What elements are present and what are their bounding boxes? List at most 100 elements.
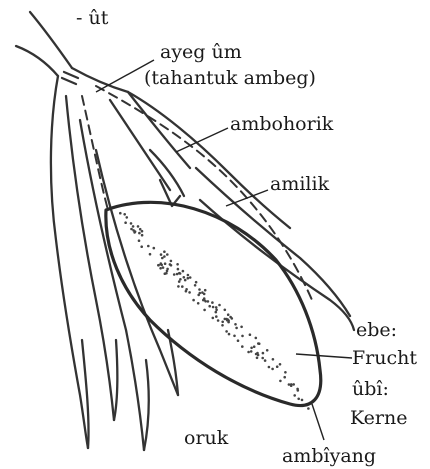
seed-dot [189,276,192,279]
seed-dot [138,239,141,242]
seed-dot [195,281,198,284]
seed-dot [215,311,218,314]
seed-dot [283,376,286,379]
seed-dot [204,289,207,292]
seed-dot [215,306,218,309]
seed-dot [153,247,156,250]
seed-dot [130,228,133,231]
seed-dot [261,357,264,360]
seed-dot [224,309,227,312]
seed-dot [176,273,179,276]
seed-dot [221,321,224,324]
seed-dot [233,335,236,338]
seed-dot [247,351,250,354]
seed-dot [268,366,271,369]
seed-dot [163,255,166,258]
seed-dot [272,358,275,361]
seed-dot [170,260,173,263]
seed-dot [250,350,253,353]
label-ambohorik: ambohorik [230,113,334,135]
seed-dot [198,288,201,291]
seed-dot [179,272,182,275]
seed-dot [141,234,144,237]
seed-dot [178,280,181,283]
seed-dot [255,337,258,340]
seed-dot [130,222,133,225]
seed-dot [157,264,160,267]
seed-dot [226,318,229,321]
seed-dot [221,324,224,327]
seed-dot [184,279,187,282]
seed-dot [139,228,142,231]
label-amilik: amilik [270,173,330,195]
seed-dot [241,345,244,348]
seed-dot [177,268,180,271]
seed-dot [192,299,195,302]
seed-dot [177,285,180,288]
label-ebe: ebe: [356,319,397,341]
label-frucht: Frucht [352,347,417,369]
seed-dot [132,225,135,228]
seed-dot [170,264,173,267]
label-ubi: ûbî: [352,378,389,400]
label-kerne: Kerne [350,407,408,429]
seed-dot [203,309,206,312]
seed-dot [284,371,287,374]
seed-dot [185,288,188,291]
seed-dot [164,262,167,265]
seed-dot [249,333,252,336]
seed-dot [256,357,259,360]
seed-dot [257,342,260,345]
seed-dot [165,272,168,275]
seed-dot [140,245,143,248]
seed-dot [201,291,204,294]
seed-dot [227,321,230,324]
seed-dot [126,216,129,219]
seed-dot [297,398,300,401]
seed-dot [123,213,126,216]
seed-dot [217,319,220,322]
seed-dot [279,380,282,383]
seed-dot [160,253,163,256]
seed-dot [253,345,256,348]
seed-dot [225,330,228,333]
seed-dot [194,284,197,287]
seed-dot [162,266,165,269]
seed-dot [188,291,191,294]
seed-dot [207,300,210,303]
seed-dot [218,304,221,307]
seed-dot [224,318,227,321]
seed-dot [234,323,237,326]
seed-dot [197,302,200,305]
seed-dot [256,352,259,355]
seed-dot [231,317,234,320]
seed-dot [149,253,152,256]
seed-dot [208,305,211,308]
seed-dot [137,225,140,228]
seed-dot [147,245,150,248]
seed-dot [182,270,185,273]
seed-dot [166,253,169,256]
seed-dot [271,368,274,371]
seed-dot [183,276,186,279]
seed-dot [176,263,179,266]
seed-dot [159,267,162,270]
seed-dot [279,363,282,366]
seed-dot [307,407,310,410]
seed-dot [240,326,243,329]
seed-dot [297,389,300,392]
seed-dot [215,315,218,318]
seed-dot [262,352,265,355]
seed-dot [212,306,215,309]
seed-dot [138,232,141,235]
seed-dot [187,274,190,277]
seed-dot [237,339,240,342]
label-ut: - ût [76,7,109,29]
seed-dot [119,212,122,215]
seed-dot [124,221,127,224]
seed-dot [241,335,244,338]
seed-dot [264,359,267,362]
seed-dot [173,273,176,276]
label-ambiyang: ambîyang [282,445,376,467]
